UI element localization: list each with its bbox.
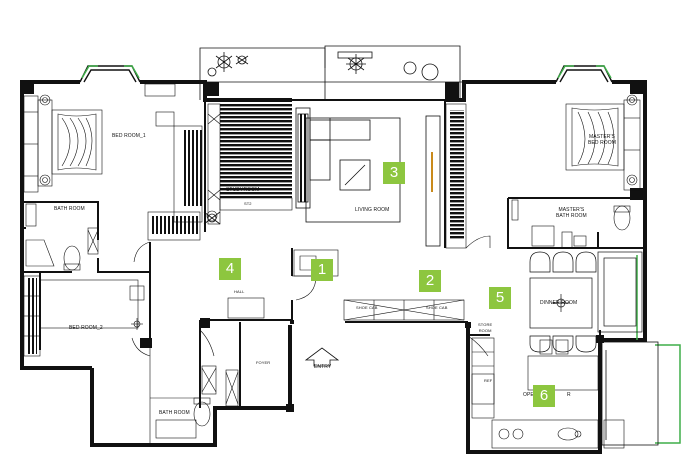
label-hall: HALL bbox=[234, 289, 245, 294]
interior-walls bbox=[22, 99, 645, 408]
bedroom-2-furniture bbox=[23, 275, 145, 357]
label-master-bedroom-line1: MASTER'S bbox=[589, 134, 615, 140]
label-living-room: LIVING ROOM bbox=[355, 207, 390, 213]
label-master-bath: MASTER'S BATH ROOM bbox=[556, 207, 587, 219]
marker-1: 1 bbox=[311, 259, 333, 281]
label-bedroom-1: BED ROOM_1 bbox=[112, 133, 146, 139]
window-highlights bbox=[81, 65, 681, 444]
label-shoe-cabinet-a: SHOE CAB bbox=[356, 305, 378, 310]
master-door bbox=[465, 235, 491, 249]
marker-3: 3 bbox=[383, 162, 405, 184]
label-kitchen-storage-line2: ROOM bbox=[478, 328, 492, 333]
label-bedroom-2: BED ROOM_2 bbox=[69, 325, 103, 331]
balcony-top bbox=[199, 45, 462, 100]
label-studyroom: STUDYROOM bbox=[226, 187, 260, 193]
bath-left-fixtures bbox=[25, 203, 99, 271]
label-kitchen-storage: STORE ROOM bbox=[478, 322, 492, 334]
kitchen-fixtures bbox=[471, 337, 625, 449]
label-master-bedroom-line2: BED ROOM bbox=[588, 140, 617, 146]
marker-4: 4 bbox=[219, 258, 241, 280]
wardrobe-slats-left bbox=[182, 130, 202, 206]
living-room-furniture bbox=[295, 107, 441, 247]
wardrobe-slats-br2 bbox=[27, 278, 37, 354]
label-dinner-room: DINNER ROOM bbox=[540, 300, 578, 306]
label-refrigerator: REF bbox=[484, 378, 493, 383]
label-open-kitchen-right: R bbox=[567, 392, 571, 398]
marker-6: 6 bbox=[533, 385, 555, 407]
bedroom-1-furniture bbox=[23, 83, 203, 223]
marker-5: 5 bbox=[489, 287, 511, 309]
label-bath-left: BATH ROOM bbox=[54, 206, 85, 212]
label-foyer: FOYER bbox=[256, 360, 271, 365]
label-master-bedroom: MASTER'S BED ROOM bbox=[588, 134, 616, 146]
foyer-pier bbox=[290, 320, 294, 324]
door-swings bbox=[131, 241, 489, 357]
foyer-fixtures bbox=[227, 249, 465, 321]
plants bbox=[203, 51, 439, 225]
balcony-right bbox=[601, 341, 659, 446]
wall-piers bbox=[20, 80, 646, 412]
desk-slats bbox=[152, 216, 200, 234]
master-bath-fixtures bbox=[511, 199, 631, 249]
master-wardrobe bbox=[450, 110, 464, 240]
marker-2: 2 bbox=[419, 270, 441, 292]
master-bedroom-furniture bbox=[445, 94, 641, 249]
label-open-kitchen-left: OPE bbox=[523, 392, 534, 398]
label-kitchen-storage-line1: STORE bbox=[478, 322, 493, 327]
study-bookshelf bbox=[220, 104, 292, 198]
label-entry: ENTRY bbox=[314, 364, 332, 370]
label-master-bath-line1: MASTER'S bbox=[558, 207, 585, 213]
entry-arrow bbox=[304, 347, 340, 367]
label-master-bath-line2: BATH ROOM bbox=[556, 213, 587, 219]
bay-windows bbox=[79, 65, 613, 83]
bath-bottom-fixtures bbox=[149, 345, 239, 445]
study-furniture bbox=[206, 103, 293, 225]
label-shoe-cabinet-b: SHOE CAB bbox=[426, 305, 448, 310]
label-study-small: ST2 bbox=[244, 201, 252, 206]
label-bath-bottom: BATH ROOM bbox=[159, 410, 190, 416]
